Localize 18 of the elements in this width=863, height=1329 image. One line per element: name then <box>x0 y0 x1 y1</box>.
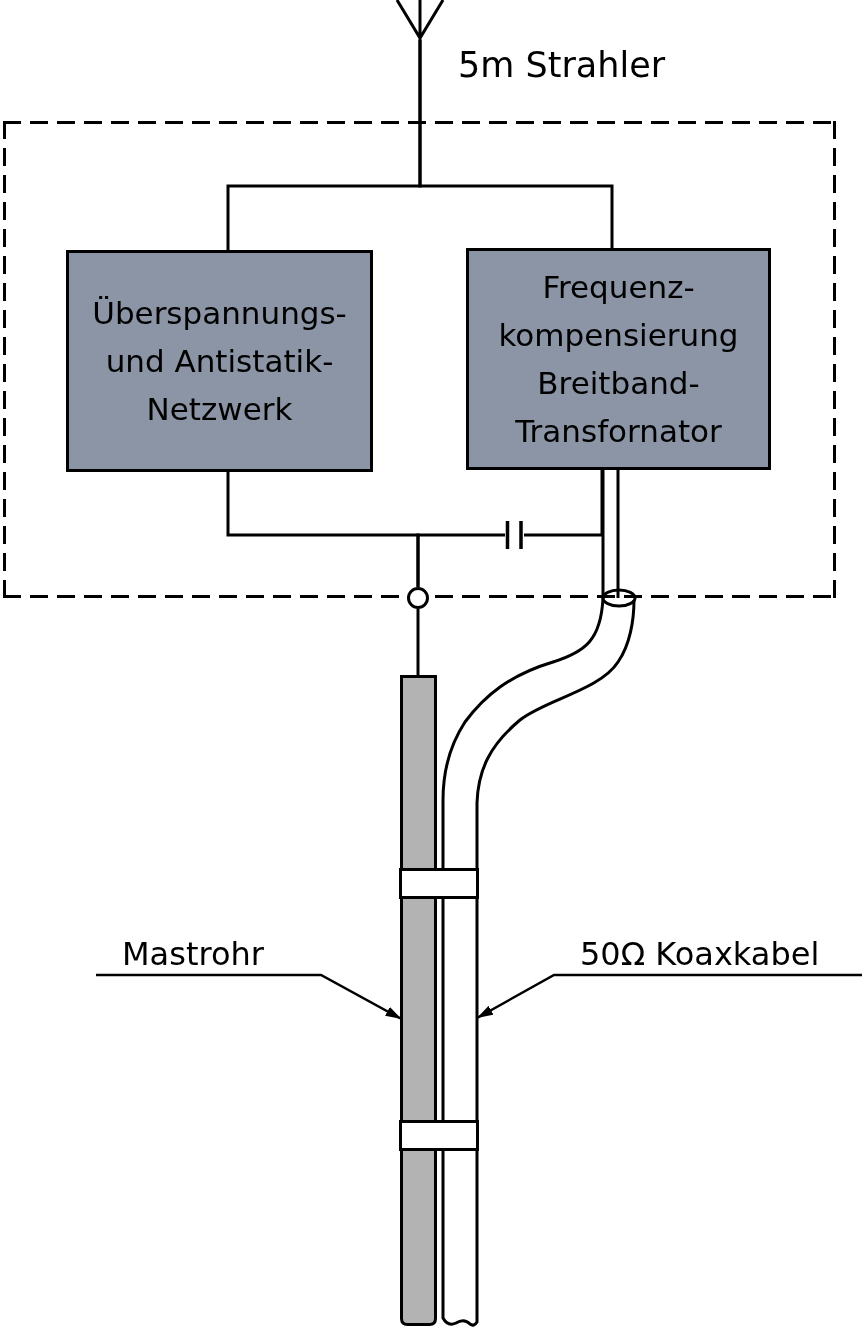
leader-line <box>476 973 862 1020</box>
wire <box>601 468 620 600</box>
terminal-icon <box>407 587 429 609</box>
capacitor-icon <box>505 519 524 551</box>
pipe-clamp <box>399 1120 479 1151</box>
wire <box>524 470 604 537</box>
wire <box>416 609 420 677</box>
pipe-clamp <box>399 868 479 899</box>
housing-outline <box>3 121 836 598</box>
wire <box>418 40 614 248</box>
antenna-icon <box>396 0 444 40</box>
side-label: 5m Strahler <box>458 45 666 85</box>
wire <box>416 533 505 587</box>
mast-tube <box>400 675 437 1326</box>
function-block: Überspannungs- und Antistatik- Netzwerk <box>66 250 373 472</box>
callout-label: 50Ω Koaxkabel <box>580 933 820 975</box>
callout-label: Mastrohr <box>122 933 264 975</box>
function-block: Frequenz- kompensierung Breitband- Transfornator <box>466 248 771 470</box>
